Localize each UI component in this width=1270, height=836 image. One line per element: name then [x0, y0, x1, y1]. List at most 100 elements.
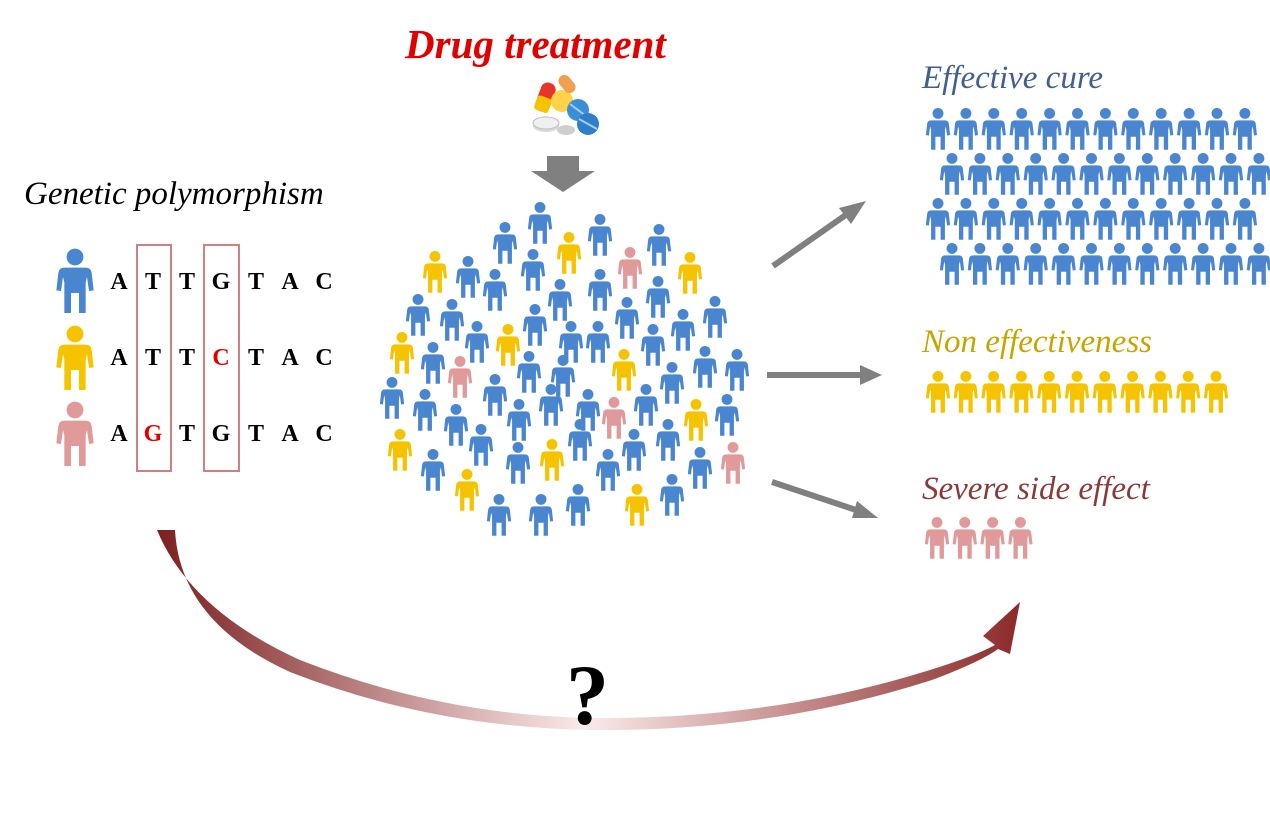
non-effective-person-icon — [1176, 370, 1201, 413]
cure-person-icon — [1023, 152, 1048, 195]
base: T — [144, 345, 161, 371]
cure-person-icon — [981, 107, 1006, 150]
crowd-person-icon — [516, 350, 542, 393]
crowd-person-icon — [670, 308, 696, 351]
non-effective-person-icon — [981, 370, 1006, 413]
cure-person-icon — [1232, 197, 1258, 240]
crowd-person-icon — [482, 373, 508, 416]
crowd-person-icon — [547, 278, 573, 321]
sequence-row-1: A T T G T A C — [104, 269, 344, 309]
cure-person-icon — [925, 107, 951, 150]
genotype-person-icon — [56, 401, 94, 466]
base: T — [247, 269, 264, 295]
cure-person-icon — [1079, 152, 1104, 195]
cure-person-icon — [981, 197, 1006, 240]
non-effective-person-icon — [1203, 370, 1229, 413]
crowd-person-icon — [506, 398, 532, 441]
crowd-person-icon — [655, 418, 681, 461]
crowd-person-icon — [522, 303, 548, 346]
genotype-person-icon — [56, 325, 94, 390]
cure-person-icon — [1149, 197, 1174, 240]
crowd-person-icon — [539, 438, 565, 481]
cure-person-icon — [953, 197, 979, 240]
base: A — [281, 345, 299, 371]
cure-person-icon — [995, 152, 1020, 195]
genotype-person-icon — [56, 248, 94, 313]
non-effective-person-icon — [1009, 370, 1034, 413]
crowd-person-icon — [714, 393, 740, 436]
severe-person-icon — [980, 516, 1005, 559]
crowd-person-icon — [614, 296, 640, 339]
base: T — [247, 345, 264, 371]
outcome-severe-side-effect-label: Severe side effect — [922, 471, 1150, 507]
crowd-person-icon — [420, 341, 446, 384]
non-effective-person-icon — [1120, 370, 1145, 413]
crowd-person-icon — [659, 361, 685, 404]
crowd-person-icon — [527, 201, 553, 244]
crowd-person-icon — [412, 388, 438, 431]
sequence-row-3: A G T G T A C — [104, 421, 344, 461]
cure-person-icon — [1065, 107, 1090, 150]
severe-person-icon — [1008, 516, 1033, 559]
crowd-person-icon — [724, 348, 750, 391]
base: A — [110, 269, 128, 295]
crowd-person-icon — [640, 323, 666, 366]
crowd-person-icon — [492, 221, 518, 264]
base: T — [144, 269, 161, 295]
cure-person-icon — [1135, 242, 1160, 285]
question-mark: ? — [566, 647, 609, 743]
crowd-person-icon — [495, 323, 521, 366]
cure-person-icon — [995, 242, 1020, 285]
cure-person-icon — [1009, 197, 1034, 240]
arrow-to-severe-icon — [771, 479, 878, 518]
crowd-person-icon — [587, 268, 613, 311]
crowd-person-icon — [687, 446, 713, 489]
sequence-row-2: A T T C T A C — [104, 345, 344, 385]
cure-person-icon — [1065, 197, 1090, 240]
cure-person-icon — [1121, 197, 1146, 240]
crowd-person-icon — [405, 293, 431, 336]
base: T — [247, 421, 264, 447]
cure-person-icon — [1107, 152, 1132, 195]
non-effective-person-icon — [925, 370, 951, 413]
cure-person-icon — [1204, 107, 1230, 150]
outcome-effective-cure-label: Effective cure — [922, 60, 1104, 96]
cure-person-icon — [1009, 107, 1034, 150]
crowd-person-icon — [468, 423, 494, 466]
base: A — [281, 421, 299, 447]
cure-person-icon — [1107, 242, 1132, 285]
crowd-person-icon — [720, 441, 746, 484]
crowd-person-icon — [447, 355, 473, 398]
crowd-person-icon — [595, 448, 621, 491]
base: T — [178, 345, 195, 371]
cure-person-icon — [1037, 197, 1062, 240]
non-effective-person-icon — [1148, 370, 1173, 413]
pills-icon — [532, 74, 599, 135]
crowd-person-icon — [633, 383, 659, 426]
crowd-person-icon — [439, 298, 465, 341]
crowd-person-icon — [601, 396, 627, 439]
snp-box-1 — [136, 244, 172, 472]
snp-box-2 — [203, 244, 240, 472]
base: C — [315, 421, 333, 447]
crowd-person-icon — [454, 468, 480, 511]
cure-person-icon — [1246, 152, 1270, 195]
non-effective-person-icon — [1064, 370, 1090, 413]
crowd-person-icon — [659, 473, 685, 516]
cure-person-icon — [939, 152, 965, 195]
crowd-person-icon — [455, 255, 481, 298]
crowd-person-icon — [624, 483, 650, 526]
cure-person-icon — [1190, 242, 1216, 285]
crowd-person-icon — [646, 223, 672, 266]
severe-person-icon — [952, 516, 977, 559]
cure-person-icon — [967, 242, 993, 285]
crowd-person-icon — [621, 428, 647, 471]
cure-person-icon — [1163, 152, 1188, 195]
cure-person-icon — [1218, 152, 1244, 195]
base: A — [110, 421, 128, 447]
crowd-person-icon — [482, 268, 508, 311]
cure-person-icon — [1093, 197, 1118, 240]
cure-person-icon — [1051, 152, 1076, 195]
